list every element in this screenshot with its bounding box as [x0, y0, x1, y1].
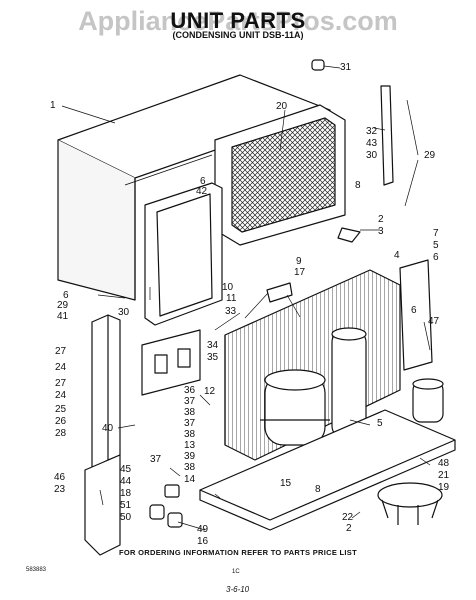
- callout-35: 35: [207, 352, 219, 363]
- callout-23: 23: [54, 484, 66, 495]
- watermark: AppliancePartsPros.com: [78, 6, 398, 36]
- callout-10: 10: [222, 282, 234, 293]
- leader-lines: [61, 65, 431, 531]
- callout-8: 8: [355, 180, 361, 191]
- callout-15: 15: [280, 478, 292, 489]
- callout-5: 5: [377, 418, 383, 429]
- callout-39: 39: [184, 451, 196, 462]
- callout-2: 2: [346, 523, 352, 534]
- callout-2: 2: [378, 214, 384, 225]
- capacitor: [412, 378, 444, 423]
- callout-37: 37: [184, 418, 196, 429]
- base-pan: [199, 409, 456, 531]
- callout-48: 48: [438, 458, 450, 469]
- callout-16: 16: [197, 536, 209, 547]
- relay-box: [141, 329, 201, 396]
- callout-47: 47: [428, 316, 440, 327]
- callout-6: 6: [411, 305, 417, 316]
- callout-40: 40: [102, 423, 114, 434]
- callout-26: 26: [55, 416, 67, 427]
- diagram-subtitle: (CONDENSING UNIT DSB-11A): [172, 30, 304, 40]
- callout-6: 6: [63, 290, 69, 301]
- callout-30: 30: [366, 150, 378, 161]
- callout-1: 1: [50, 100, 56, 111]
- callout-27: 27: [55, 378, 67, 389]
- callout-14: 14: [184, 474, 196, 485]
- callout-21: 21: [438, 470, 450, 481]
- compressor: [260, 369, 330, 446]
- callout-32: 32: [366, 126, 378, 137]
- callout-13: 13: [184, 440, 196, 451]
- callout-38: 38: [184, 462, 196, 473]
- callout-25: 25: [55, 404, 67, 415]
- diagram-code: 583883: [26, 567, 47, 573]
- callout-20: 20: [276, 101, 288, 112]
- callout-49: 49: [197, 524, 209, 535]
- fan-guard: [377, 482, 443, 525]
- callout-9: 9: [296, 256, 302, 267]
- small-hardware: [149, 59, 361, 528]
- accumulator: [331, 327, 367, 439]
- callout-37: 37: [150, 454, 162, 465]
- condenser-grille: [214, 104, 346, 246]
- callout-31: 31: [340, 62, 352, 73]
- callout-33: 33: [225, 306, 237, 317]
- callout-45: 45: [120, 464, 132, 475]
- callout-6: 6: [200, 176, 206, 187]
- callout-46: 46: [54, 472, 66, 483]
- front-panel: [144, 182, 223, 326]
- side-bracket: [399, 259, 433, 371]
- callout-4: 4: [394, 250, 400, 261]
- diagram-title: UNIT PARTS: [170, 8, 306, 33]
- vertical-bracket: [380, 85, 394, 186]
- callout-29: 29: [57, 300, 69, 311]
- date-mark: 3-6-10: [226, 585, 250, 594]
- callout-30: 30: [118, 307, 130, 318]
- callout-11: 11: [226, 293, 237, 304]
- callout-3: 3: [378, 226, 384, 237]
- control-panel: [91, 314, 121, 469]
- callout-51: 51: [120, 500, 132, 511]
- callout-41: 41: [57, 311, 69, 322]
- callout-44: 44: [120, 476, 132, 487]
- callout-5: 5: [433, 240, 439, 251]
- cabinet-wrapper: [57, 74, 331, 301]
- baffle-plate: [84, 454, 121, 556]
- callout-43: 43: [366, 138, 378, 149]
- callout-7: 7: [433, 228, 439, 239]
- callout-22: 22: [342, 512, 354, 523]
- callout-17: 17: [294, 267, 306, 278]
- callout-12: 12: [204, 386, 216, 397]
- callout-24: 24: [55, 362, 67, 373]
- callout-24: 24: [55, 390, 67, 401]
- callout-6: 6: [433, 252, 439, 263]
- callout-27: 27: [55, 346, 67, 357]
- callout-28: 28: [55, 428, 67, 439]
- callout-38: 38: [184, 407, 196, 418]
- callout-18: 18: [120, 488, 132, 499]
- page-mark: 1C: [232, 569, 240, 575]
- ordering-note: FOR ORDERING INFORMATION REFER TO PARTS …: [119, 548, 357, 557]
- callout-50: 50: [120, 512, 132, 523]
- callout-34: 34: [207, 340, 219, 351]
- callout-19: 19: [438, 482, 450, 493]
- callout-42: 42: [196, 186, 208, 197]
- callout-38: 38: [184, 429, 196, 440]
- callout-8: 8: [315, 484, 321, 495]
- callout-37: 37: [184, 396, 196, 407]
- callout-29: 29: [424, 150, 436, 161]
- callout-36: 36: [184, 385, 196, 396]
